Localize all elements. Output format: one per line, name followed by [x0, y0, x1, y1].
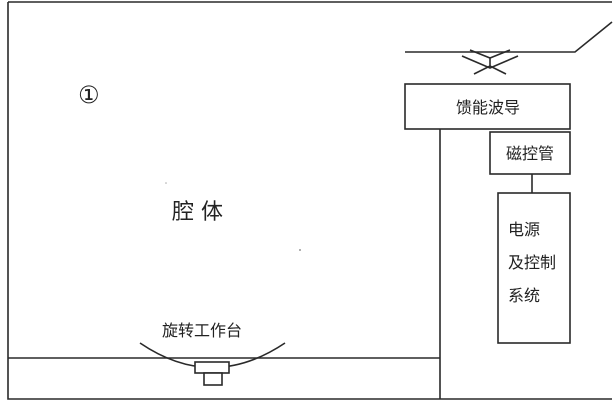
power-label-line2: 及控制	[508, 253, 556, 272]
waveguide-label: 馈能波导	[456, 98, 520, 117]
cavity-number-marker: ①	[78, 81, 100, 109]
turntable-base	[194, 361, 230, 374]
turntable-label: 旋转工作台	[162, 321, 242, 340]
stirrer-icon	[461, 49, 519, 75]
housing-lines	[405, 21, 613, 399]
magnetron-box	[489, 131, 571, 175]
turntable-stand	[203, 372, 223, 386]
waveguide-box	[404, 83, 571, 130]
power-label-line1: 电源	[508, 220, 540, 239]
power-control-box	[497, 192, 571, 344]
speck	[165, 182, 167, 184]
magnetron-label: 磁控管	[506, 144, 554, 163]
cavity-outline	[7, 1, 612, 400]
power-label-line3: 系统	[508, 286, 540, 305]
speck	[299, 249, 301, 251]
cavity-label: 腔 体	[172, 200, 223, 225]
